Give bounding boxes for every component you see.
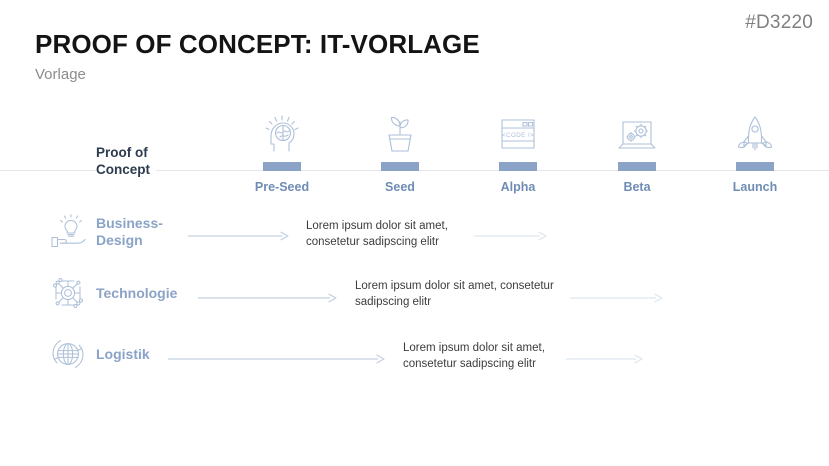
circuit-chip-icon (48, 273, 88, 313)
row-description-line-1: Lorem ipsum dolor sit amet, consetetur (355, 280, 554, 292)
row-title-line-2: Design (96, 232, 143, 248)
milestone-seed[interactable]: Seed (354, 110, 446, 194)
progress-arrow (198, 293, 337, 303)
milestone-marker-bar (381, 162, 419, 171)
code-window-icon: <CODE /> (472, 110, 564, 156)
milestone-label: Alpha (500, 180, 536, 194)
page-title: PROOF OF CONCEPT: IT-VORLAGE (35, 29, 480, 59)
milestone-alpha[interactable]: <CODE /> Alpha (472, 110, 564, 194)
progress-arrow (188, 231, 289, 241)
progress-arrow (168, 354, 385, 364)
laptop-gears-icon (591, 110, 683, 156)
globe-orbit-icon (48, 334, 88, 374)
row-description-line-1: Lorem ipsum dolor sit amet, (403, 342, 545, 354)
page-subtitle: Vorlage (35, 66, 86, 83)
milestone-marker-bar (736, 162, 774, 171)
milestone-pre-seed[interactable]: Pre-Seed (236, 110, 328, 194)
milestone-beta[interactable]: Beta (591, 110, 683, 194)
row-title-line-1: Business- (96, 215, 163, 231)
row-description: Lorem ipsum dolor sit amet, consetetur s… (306, 218, 448, 250)
head-brain-idea-icon (236, 110, 328, 156)
progress-arrow (570, 293, 663, 303)
plant-sprout-pot-icon (354, 110, 446, 156)
row-title: Technologie (96, 285, 177, 302)
hand-lightbulb-icon (48, 212, 88, 252)
milestone-marker-bar (618, 162, 656, 171)
axis-label-line-2: Concept (96, 162, 150, 177)
progress-arrow (474, 231, 547, 241)
progress-arrow (566, 354, 643, 364)
milestone-label: Pre-Seed (254, 180, 310, 194)
axis-label-line-1: Proof of (96, 145, 148, 160)
milestone-label: Launch (732, 180, 778, 194)
milestone-marker-bar (263, 162, 301, 171)
milestone-marker-bar (499, 162, 537, 171)
row-description-line-2: consetetur sadipscing elitr (306, 236, 439, 248)
svg-text:<CODE />: <CODE /> (502, 132, 534, 139)
row-description-line-2: sadipscing elitr (355, 296, 432, 308)
row-description: Lorem ipsum dolor sit amet, consetetur s… (403, 340, 545, 372)
rocket-launch-icon (709, 110, 801, 156)
milestone-label: Seed (385, 180, 415, 194)
row-title: Logistik (96, 346, 150, 363)
row-description: Lorem ipsum dolor sit amet, consetetur s… (355, 278, 554, 310)
timeline-axis-label: Proof of Concept (96, 144, 156, 178)
milestone-label: Beta (623, 180, 651, 194)
row-description-line-1: Lorem ipsum dolor sit amet, (306, 220, 448, 232)
row-description-line-2: consetetur sadipscing elitr (403, 358, 536, 370)
row-title-line-1: Technologie (96, 285, 178, 301)
row-title-line-1: Logistik (96, 346, 150, 362)
milestone-launch[interactable]: Launch (709, 110, 801, 194)
document-code: #D3220 (745, 12, 813, 33)
row-title: Business- Design (96, 215, 163, 249)
